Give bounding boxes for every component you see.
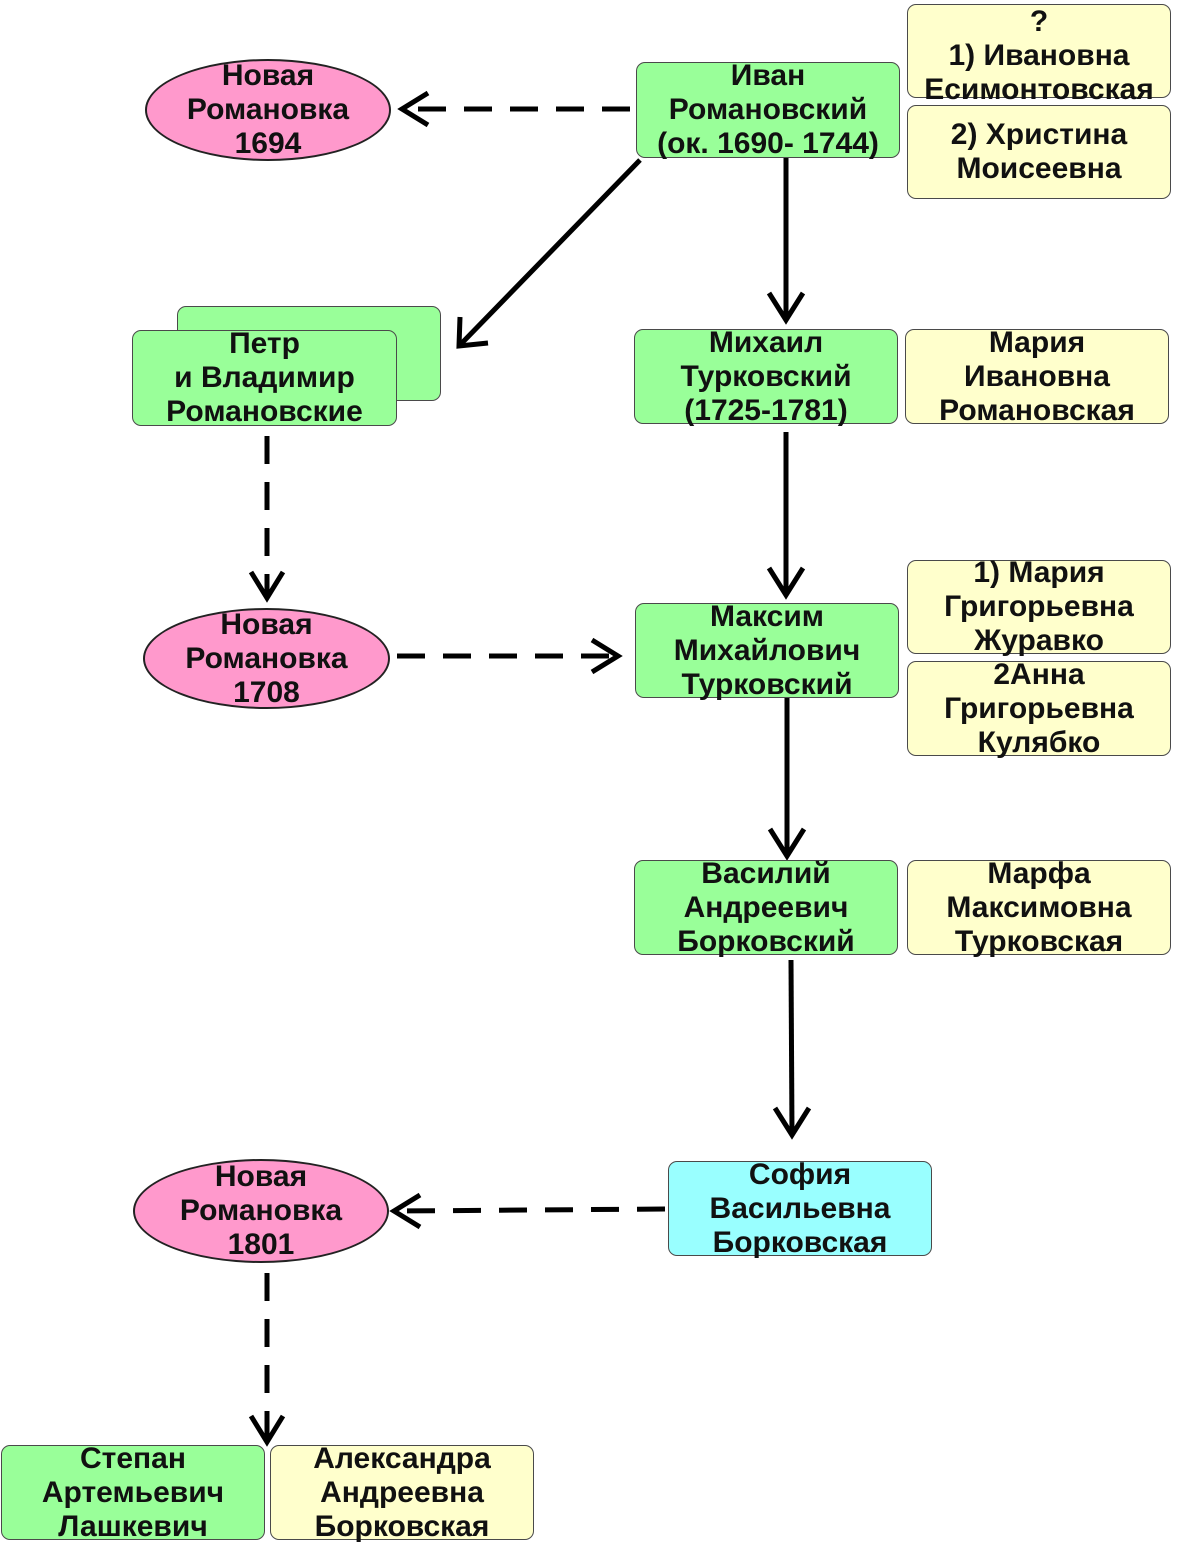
dashed-sofia-to-place-1801 xyxy=(397,1206,666,1214)
node-text-line: Романовка xyxy=(185,641,348,675)
node-text-line: Борковская xyxy=(314,1509,490,1543)
node-text-line: Ивановна xyxy=(964,359,1110,393)
node-text-line: Григорьевна xyxy=(944,691,1134,725)
dashed-arrows xyxy=(248,90,666,1447)
node-text-line: Иван xyxy=(730,59,806,92)
node-text-line: Максимовна xyxy=(946,890,1132,924)
node-text-line: 1694 xyxy=(234,127,302,160)
arrow-ivan-to-petr xyxy=(457,158,642,348)
node-text-line: Андреевна xyxy=(320,1475,484,1509)
node-text-line: Моисеевна xyxy=(956,152,1122,185)
node-text-line: Александра xyxy=(313,1441,491,1475)
node-text-line: София xyxy=(748,1157,852,1191)
node-text-line: (1725-1781) xyxy=(684,393,848,427)
node-text-line: Петр xyxy=(229,327,300,360)
node-text-line: Лашкевич xyxy=(58,1509,208,1543)
node-text-line: Журавко xyxy=(974,624,1104,657)
node-text-line: Новая xyxy=(214,1160,308,1193)
node-text-line: Романовка xyxy=(179,1194,343,1227)
node-text-line: Михайлович xyxy=(673,633,861,667)
node-text-line: 1801 xyxy=(227,1228,295,1261)
node-text-line: Василий xyxy=(701,856,831,890)
node-text-line: и Владимир xyxy=(174,361,355,394)
node-text-line: Васильевна xyxy=(709,1191,891,1225)
node-text-line: Григорьевна xyxy=(944,590,1134,623)
node-text-line: Кулябко xyxy=(977,725,1101,759)
node-text-line: Романовская xyxy=(939,393,1135,427)
node-text-line: Борковский xyxy=(677,924,855,958)
node-text-line: Турковский xyxy=(681,667,853,701)
node-text-line: Романовский xyxy=(668,93,868,126)
node-text-line: 1708 xyxy=(233,675,300,709)
node-text-line: 1) Мария xyxy=(973,556,1105,589)
node-text-line: Марфа xyxy=(987,856,1091,890)
node-text-line: Борковская xyxy=(712,1225,888,1259)
node-text-line: 1) Ивановна xyxy=(948,39,1130,72)
node-text-line: 2) Христина xyxy=(950,118,1128,151)
node-text-line: Романовские xyxy=(166,395,363,428)
node-text-line: Романовка xyxy=(186,93,350,126)
node-text-line: Артемьевич xyxy=(41,1475,225,1509)
node-text-line: (ок. 1690- 1744) xyxy=(657,127,879,160)
node-text-line: Турковская xyxy=(954,924,1124,958)
arrow-vasiliy-to-sofia xyxy=(788,959,795,1136)
node-text-line: Мария xyxy=(988,325,1086,359)
node-text-line: 2Анна xyxy=(993,657,1085,691)
node-text-line: Степан xyxy=(80,1441,186,1475)
node-text-line: ? xyxy=(1029,5,1049,38)
node-text-line: Максим xyxy=(710,599,824,633)
node-text-line: Михаил xyxy=(708,325,824,359)
node-text-line: Андреевич xyxy=(683,890,849,924)
solid-arrows xyxy=(456,158,812,1140)
node-text-line: Есимонтовская xyxy=(924,73,1154,106)
node-text-line: Новая xyxy=(221,59,315,92)
node-text-line: Новая xyxy=(220,607,313,641)
node-text-line: Турковский xyxy=(680,359,852,393)
